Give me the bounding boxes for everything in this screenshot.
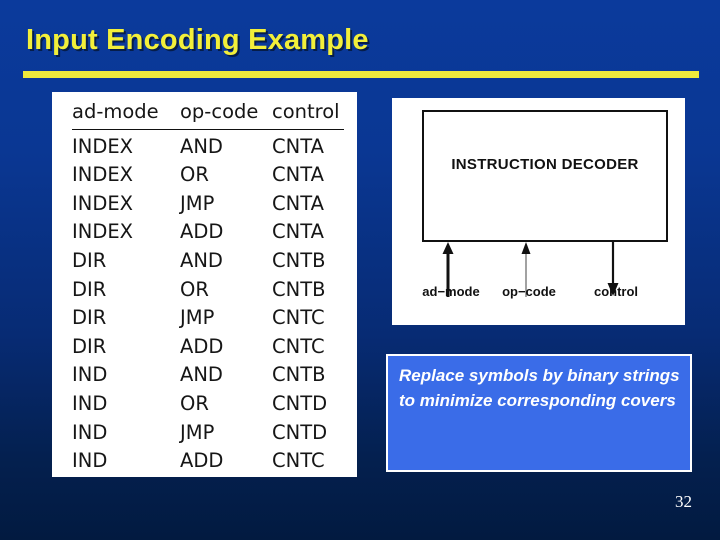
table-row: DIR AND CNTB (72, 247, 344, 276)
port-label-op-code: op−code (502, 284, 556, 299)
cell-op-code: ADD (180, 334, 224, 358)
table-row: DIR JMP CNTC (72, 304, 344, 333)
table-header-row: ad-mode op-code control (72, 98, 344, 130)
table-row: INDEX AND CNTA (72, 129, 344, 161)
callout-text: Replace symbols by binary strings to min… (399, 366, 680, 410)
cell-control: CNTB (272, 363, 326, 387)
decoder-block-label: INSTRUCTION DECODER (451, 156, 639, 173)
cell-control: CNTB (272, 277, 326, 301)
table-row: INDEX ADD CNTA (72, 218, 344, 247)
cell-op-code: AND (180, 248, 223, 272)
callout-box: Replace symbols by binary strings to min… (386, 354, 692, 472)
cell-op-code: JMP (180, 420, 215, 444)
title-divider (23, 71, 699, 78)
page-title: Input Encoding Example (26, 24, 369, 56)
column-header-ad-mode: ad-mode (72, 100, 159, 123)
table-row: DIR OR CNTB (72, 276, 344, 305)
cell-ad-mode: DIR (72, 306, 107, 330)
cell-ad-mode: DIR (72, 248, 107, 272)
column-header-op-code: op-code (180, 100, 259, 123)
column-header-control: control (272, 100, 340, 123)
table-row: INDEX JMP CNTA (72, 190, 344, 219)
cell-op-code: OR (180, 391, 209, 415)
cell-ad-mode: IND (72, 391, 108, 415)
port-label-control: control (593, 284, 639, 299)
cell-control: CNTA (272, 163, 324, 187)
cell-ad-mode: DIR (72, 277, 107, 301)
table-row: DIR ADD CNTC (72, 333, 344, 362)
cell-op-code: ADD (180, 220, 224, 244)
table-row: INDEX OR CNTA (72, 161, 344, 190)
cell-control: CNTC (272, 306, 325, 330)
decoder-diagram-panel: INSTRUCTION DECODER ad−mode op−code co (392, 98, 685, 325)
cell-op-code: AND (180, 134, 223, 158)
cell-op-code: OR (180, 163, 209, 187)
cell-control: CNTC (272, 449, 325, 473)
instruction-decoder-block: INSTRUCTION DECODER (422, 110, 668, 242)
port-label-ad-mode: ad−mode (422, 284, 480, 299)
cell-ad-mode: IND (72, 363, 108, 387)
cell-ad-mode: INDEX (72, 163, 134, 187)
cell-control: CNTA (272, 220, 324, 244)
cell-ad-mode: INDEX (72, 191, 134, 215)
cell-control: CNTA (272, 191, 324, 215)
cell-op-code: JMP (180, 191, 215, 215)
arrow-up-ad-mode-icon (441, 242, 455, 297)
arrow-up-op-code-icon (519, 242, 533, 297)
cell-ad-mode: INDEX (72, 134, 134, 158)
cell-ad-mode: IND (72, 449, 108, 473)
cell-control: CNTB (272, 248, 326, 272)
cell-ad-mode: INDEX (72, 220, 134, 244)
table-row: IND JMP CNTD (72, 419, 344, 448)
table-header: ad-mode op-code control (72, 98, 344, 130)
table-row: IND ADD CNTC (72, 447, 344, 476)
cell-op-code: JMP (180, 306, 215, 330)
cell-ad-mode: IND (72, 420, 108, 444)
cell-ad-mode: DIR (72, 334, 107, 358)
cell-control: CNTD (272, 391, 328, 415)
cell-op-code: AND (180, 363, 223, 387)
arrow-down-control-icon (606, 240, 620, 296)
page-number: 32 (675, 492, 692, 511)
cell-control: CNTD (272, 420, 328, 444)
cell-op-code: OR (180, 277, 209, 301)
cell-op-code: ADD (180, 449, 224, 473)
cell-control: CNTC (272, 334, 325, 358)
cell-control: CNTA (272, 134, 324, 158)
table-row: IND AND CNTB (72, 361, 344, 390)
table-row: IND OR CNTD (72, 390, 344, 419)
